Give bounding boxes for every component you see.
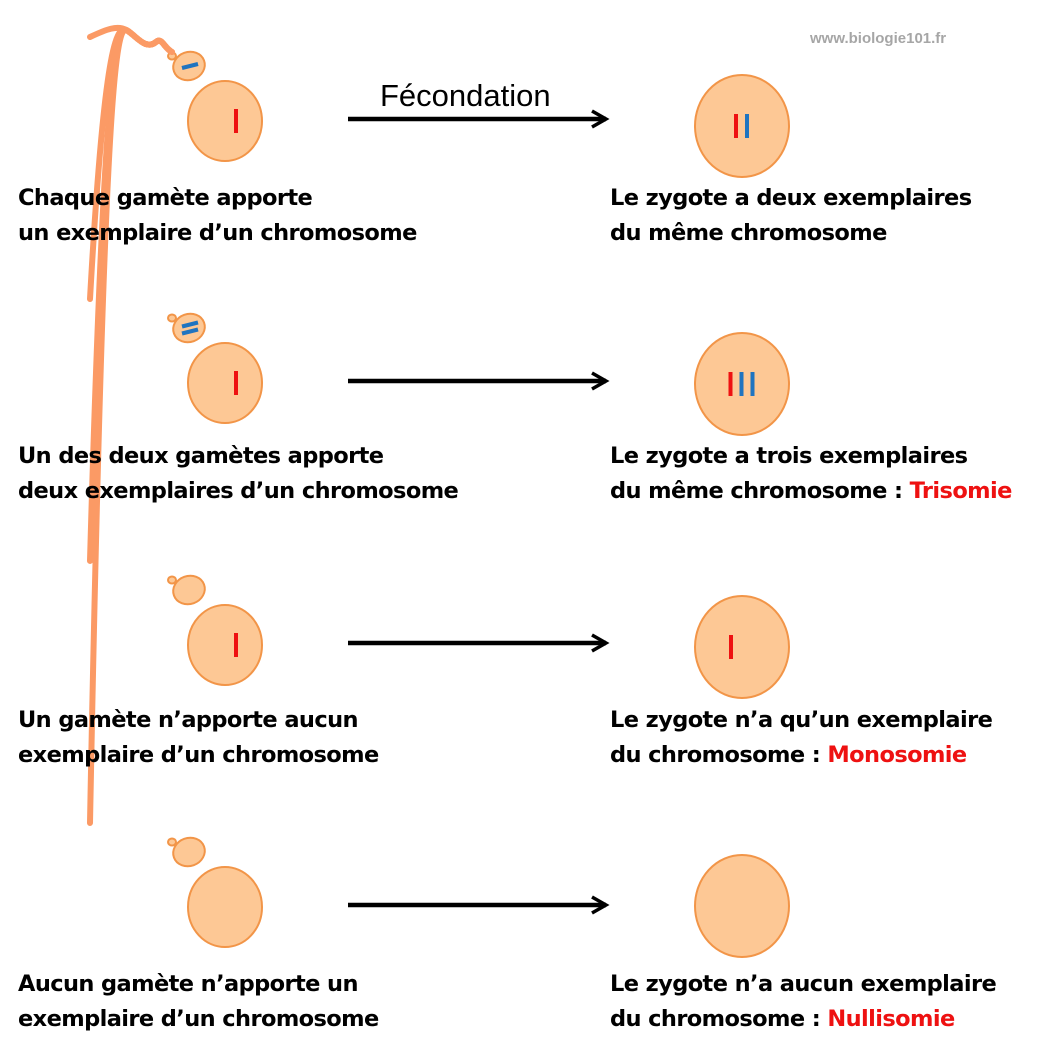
sperm-neck xyxy=(167,575,177,585)
row-4-drawing xyxy=(87,27,790,958)
right-caption-line-2: du même chromosome xyxy=(610,220,887,246)
right-caption-line-2: du même chromosome : xyxy=(610,478,910,504)
zygote-cell xyxy=(694,74,790,178)
right-caption-line-1: Le zygote n’a qu’un exemplaire xyxy=(610,707,993,733)
left-caption-line-2: exemplaire d’un chromosome xyxy=(18,742,379,768)
sperm-tail xyxy=(87,27,175,826)
right-caption-row-1: Le zygote a deux exemplaires du même chr… xyxy=(610,181,972,251)
sperm-chromosome xyxy=(181,327,199,336)
right-caption-row-2: Le zygote a trois exemplaires du même ch… xyxy=(610,439,1012,509)
left-caption-line-1: Aucun gamète n’apporte un xyxy=(18,971,358,997)
row-2-drawing xyxy=(87,26,790,436)
sperm-head xyxy=(172,574,206,606)
right-caption-line-1: Le zygote a trois exemplaires xyxy=(610,443,968,469)
left-caption-row-1: Chaque gamète apporte un exemplaire d’un… xyxy=(18,181,417,251)
nullisomie-label: Nullisomie xyxy=(827,1006,955,1032)
left-caption-line-2: deux exemplaires d’un chromosome xyxy=(18,478,459,504)
zygote-cell xyxy=(694,854,790,958)
right-caption-line-2: du chromosome : xyxy=(610,1006,828,1032)
left-caption-row-2: Un des deux gamètes apporte deux exempla… xyxy=(18,439,459,509)
egg-cell xyxy=(187,342,263,424)
right-caption-row-4: Le zygote n’a aucun exemplaire du chromo… xyxy=(610,967,997,1037)
sperm-chromosome xyxy=(181,62,199,70)
left-caption-line-1: Un gamète n’apporte aucun xyxy=(18,707,359,733)
right-caption-line-1: Le zygote a deux exemplaires xyxy=(610,185,972,211)
right-caption-line-1: Le zygote n’a aucun exemplaire xyxy=(610,971,997,997)
zygote-cell xyxy=(694,595,790,699)
trisomie-label: Trisomie xyxy=(909,478,1013,504)
monosomie-label: Monosomie xyxy=(827,742,967,768)
right-caption-row-3: Le zygote n’a qu’un exemplaire du chromo… xyxy=(610,703,993,773)
left-caption-row-4: Aucun gamète n’apporte un exemplaire d’u… xyxy=(18,967,379,1037)
watermark: www.biologie101.fr xyxy=(810,30,947,47)
egg-cell xyxy=(187,80,263,162)
fecondation-label: Fécondation xyxy=(380,78,551,113)
left-caption-line-1: Un des deux gamètes apporte xyxy=(18,443,384,469)
right-caption-line-2: du chromosome : xyxy=(610,742,828,768)
egg-cell xyxy=(187,866,263,948)
sperm-chromosome xyxy=(181,320,199,329)
row-1-drawing xyxy=(87,24,790,178)
left-caption-line-2: un exemplaire d’un chromosome xyxy=(18,220,417,246)
sperm-neck xyxy=(167,313,177,323)
sperm-head xyxy=(172,836,206,868)
left-caption-line-2: exemplaire d’un chromosome xyxy=(18,1006,379,1032)
left-caption-line-1: Chaque gamète apporte xyxy=(18,185,313,211)
left-caption-row-3: Un gamète n’apporte aucun exemplaire d’u… xyxy=(18,703,379,773)
egg-cell xyxy=(187,604,263,686)
sperm-neck xyxy=(167,837,177,847)
